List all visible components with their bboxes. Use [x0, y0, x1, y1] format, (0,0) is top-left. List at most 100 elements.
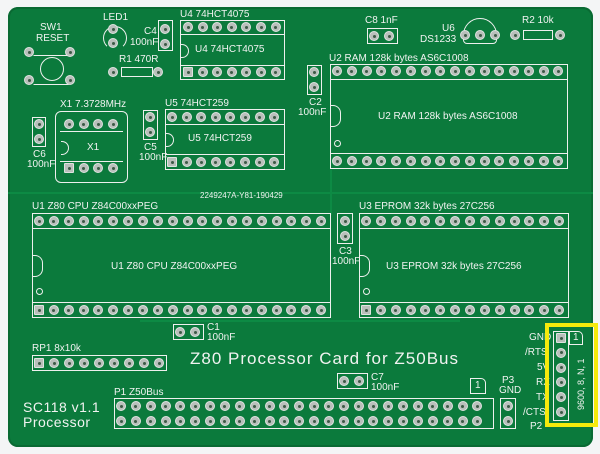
x1-body [60, 131, 123, 162]
c6-pad [34, 119, 44, 129]
p1-pad [249, 401, 260, 411]
p1-pad [442, 416, 453, 426]
u1-pad [123, 305, 134, 315]
u2-pad [494, 66, 505, 76]
u4-outline [180, 20, 285, 80]
u1-pad [167, 305, 178, 315]
pin1-dot [36, 288, 43, 295]
u4-pad [256, 22, 266, 32]
p1-pad [383, 401, 394, 411]
c6-outline [32, 117, 46, 147]
p3-value: GND [499, 385, 522, 396]
u2-pad [450, 156, 460, 166]
p1-pad [205, 401, 216, 411]
u4-pad [212, 67, 223, 77]
u3-pad [435, 305, 446, 315]
u3-pad [390, 305, 401, 315]
u6-pad [475, 30, 485, 40]
c1-ref: C1 [207, 322, 220, 333]
c8-pad [369, 31, 379, 41]
u1-pad [271, 216, 282, 226]
c7-ref: C7 [371, 372, 384, 383]
u2-pad [523, 66, 534, 76]
u1-pad [167, 216, 178, 226]
u2-pad [420, 156, 431, 166]
r1-pad [153, 67, 163, 77]
u5-pad [167, 112, 177, 122]
u3-pad [390, 216, 401, 226]
u1-pad [286, 216, 297, 226]
p1-pad [338, 416, 349, 426]
p1-pad [353, 401, 364, 411]
rp1-label: RP1 8x10k [32, 343, 81, 354]
rp1-pad [49, 358, 59, 368]
u2-outline [330, 64, 568, 169]
c5-ref: C5 [144, 142, 157, 153]
c1-outline [173, 324, 204, 340]
p1-pad [427, 416, 438, 426]
sw1-pad [65, 75, 75, 85]
u2-pad [332, 66, 342, 76]
p1-pad [472, 401, 483, 411]
c3-pad [340, 231, 350, 241]
p1-pad [309, 416, 320, 426]
c3-value: 100nF [332, 256, 361, 267]
c3-pad [340, 216, 350, 226]
p1-pad [368, 401, 379, 411]
rp1-pad [139, 358, 149, 368]
u3-pad [509, 216, 520, 226]
u3-pad [539, 216, 550, 226]
u2-pad [346, 66, 357, 76]
p1-pad [234, 401, 245, 411]
u5-label: U5 74HCT259 [165, 98, 229, 109]
p1-pad [175, 416, 186, 426]
u5-pad [181, 157, 192, 167]
c2-outline [307, 65, 322, 95]
p1-pad [190, 416, 201, 426]
u1-pad [197, 305, 208, 315]
p1-pad [323, 416, 334, 426]
u3-pad [464, 216, 475, 226]
u3-inner-label: U3 EPROM 32k bytes 27C256 [386, 261, 522, 272]
p2-pin-rx: RX [536, 377, 550, 388]
u2-pad [509, 156, 519, 166]
u1-pad [137, 305, 148, 315]
r1-body [121, 67, 153, 77]
u1-pad [152, 216, 163, 226]
trace [8, 192, 593, 194]
u4-label: U4 74HCT4075 [180, 9, 250, 20]
p2-pin1-marker [569, 331, 583, 345]
u1-pad [182, 305, 193, 315]
pcb-board [8, 7, 593, 447]
p2-pad [556, 392, 566, 403]
u4-body [180, 34, 285, 66]
p1-pad [145, 401, 156, 411]
u3-pad [420, 216, 431, 226]
reset-button[interactable] [40, 57, 64, 81]
board-title: Z80 Processor Card for Z50Bus [190, 349, 459, 368]
u1-pad [93, 305, 104, 315]
u5-pad [254, 157, 265, 167]
c6-pad [34, 134, 44, 144]
p1-pad [294, 401, 305, 411]
p3-pad [503, 416, 513, 426]
c1-value: 100nF [207, 332, 236, 343]
u1-pad [152, 305, 163, 315]
u3-pad [450, 305, 461, 315]
u1-pad [108, 305, 119, 315]
p1-pad [457, 416, 468, 426]
r1-label: R1 470R [119, 54, 159, 65]
u3-body [359, 228, 569, 303]
u1-pad [256, 305, 267, 315]
c3-ref: C3 [339, 246, 352, 257]
trace [330, 170, 332, 215]
p1-pad [294, 416, 305, 426]
p1-pad [190, 401, 201, 411]
u3-pad [405, 305, 416, 315]
u3-pad [361, 216, 371, 226]
r1-pad [108, 67, 118, 77]
reset-switch-outline[interactable] [33, 55, 69, 85]
trace [140, 320, 460, 322]
u4-pad [241, 67, 252, 77]
u1-pad [256, 216, 267, 226]
